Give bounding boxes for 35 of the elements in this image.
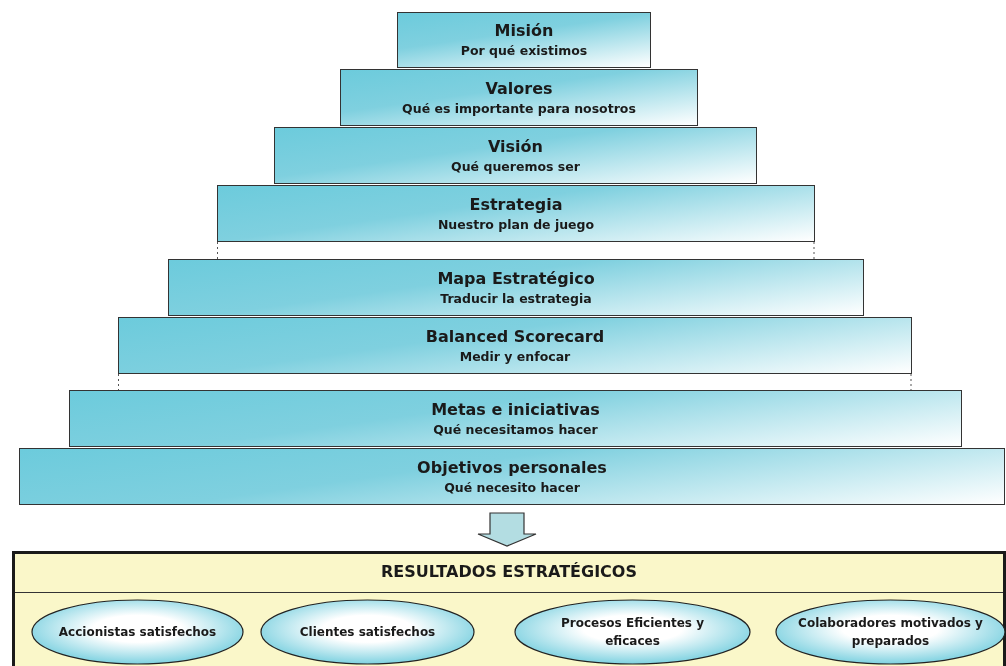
oval-node	[260, 599, 475, 665]
tier-title: Balanced Scorecard	[425, 325, 605, 348]
oval-label: Colaboradores motivados y preparados	[797, 615, 984, 650]
oval-node	[514, 599, 751, 665]
results-panel	[12, 551, 1006, 666]
tier-subtitle: Qué es importante para nosotros	[402, 99, 636, 118]
tier-subtitle: Por qué existimos	[460, 42, 588, 60]
pyramid-tier	[217, 185, 815, 242]
oval-node	[31, 599, 244, 665]
tier-subtitle: Traducir la estrategia	[440, 289, 592, 308]
oval-label: Accionistas satisfechos	[57, 624, 218, 641]
tier-subtitle: Nuestro plan de juego	[437, 215, 595, 234]
tier-subtitle: Medir y enfocar	[459, 347, 571, 366]
tier-title: Valores	[485, 77, 553, 100]
pyramid-tier	[340, 69, 698, 126]
tier-title: Objetivos personales	[417, 456, 607, 479]
block-arrow	[477, 512, 537, 547]
oval-label: Procesos Eficientes y eficaces	[560, 615, 705, 650]
panel-heading: RESULTADOS ESTRATÉGICOS	[381, 562, 637, 581]
tier-subtitle: Qué necesito hacer	[444, 478, 580, 497]
oval-label: Clientes satisfechos	[298, 624, 437, 641]
tier-title: Metas e iniciativas	[431, 398, 600, 421]
pyramid-tier	[19, 448, 1005, 505]
pyramid-tier	[274, 127, 757, 184]
tier-subtitle: Qué necesitamos hacer	[433, 420, 598, 439]
oval-node	[775, 599, 1006, 665]
tier-title: Misión	[494, 20, 554, 42]
tier-title: Visión	[488, 135, 543, 158]
pyramid-tier	[168, 259, 864, 316]
pyramid-tier	[118, 317, 912, 374]
pyramid-tier	[69, 390, 962, 447]
tier-subtitle: Qué queremos ser	[451, 157, 580, 176]
pyramid-tier	[397, 12, 651, 68]
tier-title: Estrategia	[469, 193, 563, 216]
tier-title: Mapa Estratégico	[437, 267, 595, 290]
